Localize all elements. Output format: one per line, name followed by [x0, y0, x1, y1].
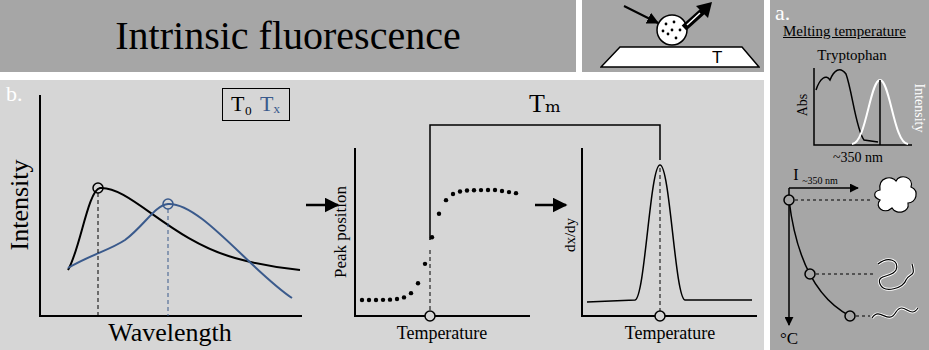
data-point: [367, 298, 371, 302]
leader-line: [816, 274, 873, 275]
data-point: [479, 188, 483, 192]
chart-title: Tryptophan: [817, 48, 886, 63]
sample-drop: [657, 15, 687, 45]
emission-arrowhead: [696, 2, 712, 18]
state-marker: [805, 269, 815, 279]
axis-label: Wavelength: [108, 320, 232, 346]
molecule-dot: [662, 30, 665, 33]
stage-outline: [600, 46, 760, 68]
data-point: [465, 188, 469, 192]
legend-entry: Tₓ: [260, 93, 280, 116]
leader-line: [795, 200, 873, 201]
peak-line: [879, 80, 881, 145]
axis-label: dx/dy: [563, 218, 578, 252]
axis-label: Peak position: [332, 186, 349, 278]
panel-b: b. T₀ Tₓ: [0, 80, 764, 350]
molecule-dot: [675, 37, 678, 40]
tm-marker: [425, 311, 435, 321]
panel-letter: a.: [775, 2, 790, 24]
molecule-dot: [671, 29, 674, 32]
axis-label: Intensity: [912, 84, 926, 133]
melting-temperature-label: Tₘ: [529, 91, 561, 117]
leader-line: [856, 316, 870, 317]
data-point: [458, 189, 462, 193]
data-point: [514, 191, 518, 195]
tm-line: [430, 250, 431, 311]
derivative-curve: [587, 165, 752, 302]
peak-line: [168, 209, 169, 316]
axis-subscript: ~350 nm: [802, 176, 838, 186]
panel-heading: Melting temperature: [783, 24, 906, 39]
state-marker: [784, 195, 794, 205]
data-point: [402, 295, 406, 299]
molecule-dot: [679, 29, 682, 32]
panel-letter: b.: [6, 83, 23, 105]
data-point: [486, 188, 490, 192]
molecule-dots: [662, 21, 682, 40]
spectrum-tx: [68, 204, 292, 298]
data-point: [395, 297, 399, 301]
title-box: Intrinsic fluorescence: [0, 0, 576, 72]
data-point: [381, 298, 385, 302]
data-point: [507, 190, 511, 194]
data-point: [500, 189, 504, 193]
emission-stripe: [687, 13, 700, 25]
molecule-dot: [673, 21, 676, 24]
legend-box: T₀ Tₓ: [222, 88, 290, 121]
heating-stage: T: [600, 46, 760, 68]
state-marker: [845, 311, 855, 321]
emission-curve: [852, 80, 908, 144]
data-point: [360, 298, 364, 302]
unfolded-protein: [872, 308, 918, 318]
axis-label: I: [793, 167, 798, 183]
partly-unfolded-protein: [878, 260, 913, 289]
setup-panel: [582, 0, 764, 72]
title-panel: [0, 0, 576, 72]
peak-line: [98, 193, 99, 316]
axis-label: Intensity: [7, 160, 33, 251]
peak-marker: [163, 199, 173, 209]
excitation-arrow: [624, 6, 658, 23]
flow-arrow: [535, 204, 566, 207]
axes: [814, 68, 912, 145]
unfolding-curve: [789, 200, 850, 316]
panel-a: [770, 0, 929, 350]
legend-entry: T₀: [231, 93, 252, 116]
data-point: [388, 297, 392, 301]
data-point: [374, 298, 378, 302]
tm-bracket: [430, 125, 660, 240]
data-point: [444, 198, 448, 202]
axis-label: Temperature: [625, 324, 716, 342]
spectrum-t0: [68, 188, 300, 270]
partly-unfolded-protein: [878, 260, 913, 289]
data-point: [416, 281, 420, 285]
data-point: [493, 188, 497, 192]
molecule-dot: [667, 33, 670, 36]
data-point: [472, 188, 476, 192]
tm-line: [660, 168, 661, 311]
peak-marker: [93, 183, 103, 193]
temperature-symbol: T: [712, 49, 722, 66]
folded-protein: [875, 177, 916, 212]
wavelength-label: ~350 nm: [833, 151, 883, 165]
tm-marker: [655, 311, 665, 321]
data-point: [451, 192, 455, 196]
axes: [582, 148, 757, 316]
title-text: Intrinsic fluorescence: [115, 16, 460, 56]
data-point: [423, 262, 427, 266]
molecule-dot: [665, 23, 668, 26]
axis-label: Temperature: [397, 324, 488, 342]
data-points: [360, 188, 518, 302]
axes: [355, 148, 530, 316]
panel-b: [0, 80, 764, 350]
intensity-axis: [789, 187, 858, 189]
axis-label: °C: [780, 330, 798, 347]
unfolded-protein: [872, 308, 918, 318]
data-point: [409, 291, 413, 295]
emission-arrow: [684, 11, 703, 28]
axis-label: Abs: [796, 94, 810, 117]
axes: [40, 95, 302, 316]
data-point: [437, 212, 441, 216]
